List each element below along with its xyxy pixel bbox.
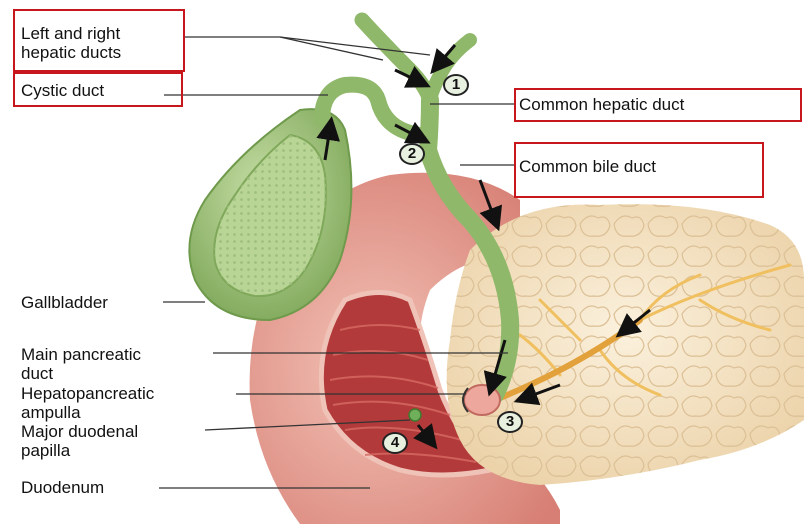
hepatopancreatic-ampulla-label: Hepatopancreatic ampulla (21, 384, 154, 422)
step-4-marker: 4 (382, 432, 408, 454)
hepatic-ducts-label: Left and right hepatic ducts (21, 24, 121, 62)
gallbladder-label: Gallbladder (21, 293, 108, 312)
cystic-duct-label: Cystic duct (21, 81, 104, 100)
major-duodenal-papilla-label: Major duodenal papilla (21, 422, 138, 460)
main-pancreatic-duct-label: Main pancreatic duct (21, 345, 141, 383)
step-2-marker: 2 (399, 143, 425, 165)
step-3-marker: 3 (497, 411, 523, 433)
duodenum-label: Duodenum (21, 478, 104, 497)
papilla-dot (409, 409, 421, 421)
common-bile-duct-label: Common bile duct (519, 157, 656, 176)
common-hepatic-duct-label: Common hepatic duct (519, 95, 684, 114)
step-1-marker: 1 (443, 74, 469, 96)
ampulla-shape (464, 385, 500, 415)
